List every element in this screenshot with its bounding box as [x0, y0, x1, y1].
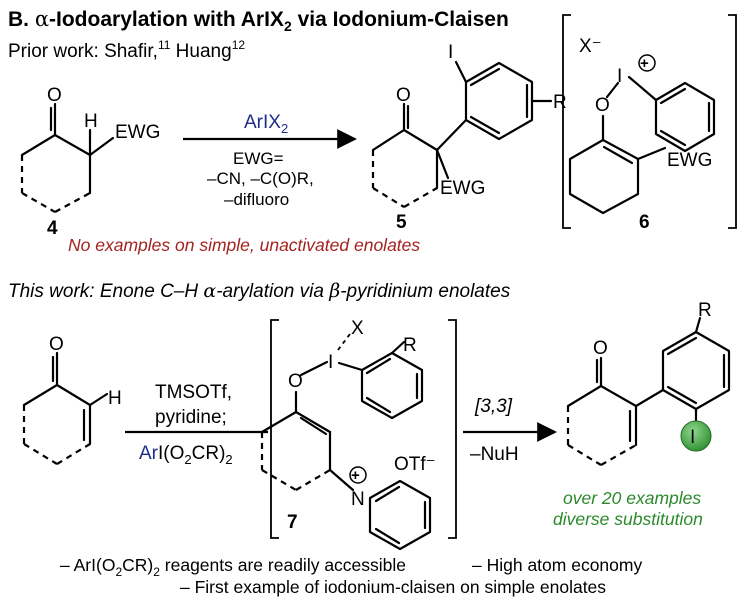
- charge-plus-7: +: [351, 467, 360, 484]
- condition-ewg-list: –CN, –C(O)R,: [207, 169, 314, 188]
- reagent-arix2: ArIX2: [244, 112, 288, 136]
- condition-difluoro: –difluoro: [224, 190, 289, 209]
- intermediate-7: O I X R N + OTf⁻ 7: [260, 318, 457, 551]
- result-substitution: diverse substitution: [553, 509, 703, 529]
- atom-h-4: H: [84, 111, 98, 132]
- charge-circle-6: [638, 54, 656, 72]
- prior-work-label: Prior work: Shafir,11 Huang12: [8, 38, 245, 62]
- footer-point-first-example: – First example of iodonium-claisen on s…: [180, 577, 606, 597]
- atom-o-6: O: [595, 95, 610, 116]
- atom-o-product: O: [593, 338, 608, 359]
- atom-i-6: I: [617, 66, 622, 87]
- section-title: B. α-Iodoarylation with ArIX2 via Iodoni…: [8, 7, 509, 34]
- step-nuh-loss: –NuH: [470, 444, 519, 465]
- atom-o-enone: O: [49, 334, 64, 355]
- result-count: over 20 examples: [563, 488, 701, 508]
- bracket-left-6: [562, 14, 571, 229]
- condition-pyridine: pyridine;: [155, 407, 227, 428]
- intermediate-6: X⁻ I + O EWG 6: [562, 14, 737, 233]
- atom-h-enone: H: [108, 388, 122, 409]
- compound-4: O H EWG 4: [20, 85, 160, 239]
- footer-point-atom-economy: – High atom economy: [472, 555, 642, 575]
- compound-5: O I R EWG 5: [371, 42, 567, 233]
- bottom-conditions: TMSOTf, pyridine; ArI(O2CR)2: [125, 382, 268, 467]
- ewg-label-4: EWG: [115, 122, 160, 143]
- condition-tmsotf: TMSOTf,: [155, 382, 232, 403]
- atom-i-product: I: [690, 427, 695, 448]
- substituent-r-7: R: [403, 335, 417, 356]
- substituent-r-5: R: [553, 92, 567, 113]
- starting-enone: O H: [22, 334, 122, 465]
- atom-o-5: O: [396, 85, 411, 106]
- condition-ewg: EWG=: [233, 149, 284, 168]
- substituent-r-product: R: [698, 300, 712, 321]
- reagent-ariocr2: ArI(O2CR)2: [139, 443, 233, 467]
- counterion-otf: OTf⁻: [394, 454, 436, 475]
- compound-number-5: 5: [396, 212, 407, 233]
- atom-n-7: N: [351, 489, 365, 510]
- atom-i-7: I: [328, 352, 333, 373]
- bracket-right-6: [728, 14, 737, 229]
- ewg-label-6: EWG: [667, 150, 712, 171]
- charge-circle-7: [349, 466, 367, 484]
- compound-number-7: 7: [287, 512, 298, 533]
- atom-o-7: O: [288, 371, 303, 392]
- bracket-left-7: [270, 319, 279, 539]
- anion-x-6: X⁻: [579, 36, 602, 57]
- footer-point-reagents: – ArI(O2CR)2 reagents are readily access…: [60, 555, 406, 579]
- compound-number-6: 6: [639, 212, 650, 233]
- no-examples-note: No examples on simple, unactivated enola…: [68, 235, 420, 255]
- bottom-reaction-arrow: [3,3] –NuH: [463, 396, 557, 465]
- top-reaction-arrow: ArIX2 EWG= –CN, –C(O)R, –difluoro: [183, 112, 357, 209]
- bracket-right-7: [448, 319, 457, 539]
- alpha-aryl-enone-product: I O R: [566, 300, 731, 466]
- compound-number-4: 4: [47, 218, 58, 239]
- atom-o-4: O: [47, 85, 62, 106]
- iodine-ball: [680, 420, 712, 452]
- step-sigmatropic: [3,3]: [474, 396, 513, 417]
- charge-plus-6: +: [640, 55, 649, 72]
- ewg-label-5: EWG: [440, 178, 485, 199]
- atom-x-7: X: [351, 318, 364, 339]
- this-work-label: This work: Enone C–H α-arylation via β-p…: [8, 280, 511, 302]
- atom-i-5: I: [448, 42, 453, 63]
